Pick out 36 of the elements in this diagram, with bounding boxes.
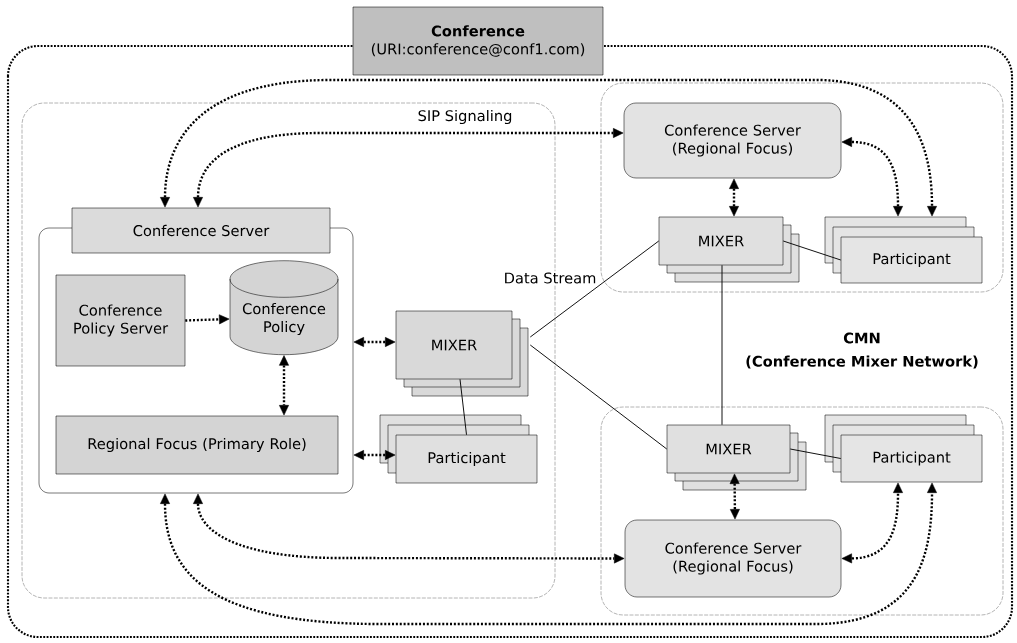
connector-line xyxy=(789,448,842,459)
annotation-label: (Conference Mixer Network) xyxy=(746,355,978,369)
signaling-arrow xyxy=(841,482,903,564)
mixer-stack: MIXER xyxy=(666,424,807,491)
signaling-arrow xyxy=(160,482,937,626)
connector-line xyxy=(529,240,660,338)
process-box: Regional Focus (Primary Role) xyxy=(55,415,339,475)
connector-line xyxy=(459,378,467,436)
mixer-stack: MIXER xyxy=(658,216,800,283)
signaling-arrow xyxy=(729,178,739,217)
signaling-arrow xyxy=(185,314,230,325)
participant-stack: Participant xyxy=(824,414,983,483)
signaling-arrow xyxy=(193,128,624,208)
signaling-arrow xyxy=(729,473,740,520)
signaling-arrow xyxy=(279,355,289,416)
signaling-arrow xyxy=(353,337,396,347)
mixer-stack: MIXER xyxy=(395,310,529,397)
participant-stack: Participant xyxy=(824,216,983,284)
server-box: Conference Server (Regional Focus) xyxy=(624,519,842,598)
signaling-arrow xyxy=(193,493,625,564)
region-frame xyxy=(600,406,1004,616)
connector-line xyxy=(529,344,668,450)
region-frame xyxy=(600,82,1004,293)
edge-label: Data Stream xyxy=(502,271,598,285)
process-box: Conference Policy Server xyxy=(55,274,186,367)
connector-line xyxy=(782,240,842,261)
server-box: Conference Server (Regional Focus) xyxy=(623,102,842,179)
annotation-label: SIP Signaling xyxy=(418,109,512,125)
connector-line xyxy=(721,264,723,426)
signaling-arrow xyxy=(160,78,937,217)
annotation-label: CMN xyxy=(843,332,880,344)
node-label: Conference xyxy=(431,25,525,37)
signaling-arrow xyxy=(353,450,396,460)
database-cylinder: Conference Policy xyxy=(229,260,339,355)
signaling-arrow xyxy=(841,137,903,217)
participant-stack: Participant xyxy=(379,414,538,484)
